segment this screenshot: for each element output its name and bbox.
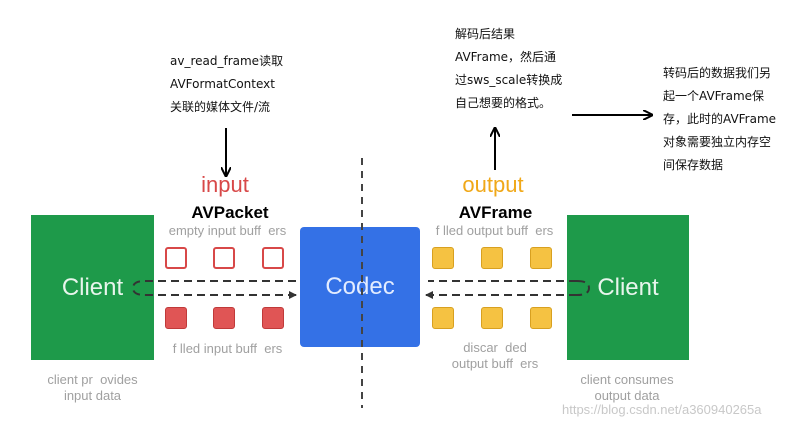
decode-result-annotation: 解码后结果 AVFrame，然后通 过sws_scale转换成 自己想要的格式。 xyxy=(455,27,563,110)
discarded-output-buffer xyxy=(432,307,454,329)
discarded-output-buffer xyxy=(530,307,552,329)
filled-input-buffers-label: f lled input buff ers xyxy=(172,341,283,356)
input-return-dashed-path xyxy=(131,280,296,296)
output-label: output xyxy=(462,172,524,197)
discarded-output-buffers-label: discar ded output buff ers xyxy=(451,340,539,371)
client-left-label: Client xyxy=(61,273,124,301)
client-consumes-caption: client consumes output data xyxy=(580,372,674,403)
codec-block: Codec xyxy=(300,227,420,347)
empty-input-buffer xyxy=(213,247,235,269)
client-right-label: Client xyxy=(597,273,659,301)
client-provides-caption: client pr ovides input data xyxy=(47,372,138,403)
watermark-text: https://blog.csdn.net/a360940265a xyxy=(562,402,762,417)
filled-input-buffer xyxy=(262,307,284,329)
empty-input-buffer xyxy=(262,247,284,269)
filled-output-buffer xyxy=(530,247,552,269)
empty-input-buffers-label: empty input buff ers xyxy=(168,223,287,238)
filled-output-buffers-label: f lled output buff ers xyxy=(435,223,554,238)
filled-output-buffer xyxy=(432,247,454,269)
filled-output-buffer xyxy=(481,247,503,269)
avpacket-label: AVPacket xyxy=(191,203,269,222)
read-frame-annotation: av_read_frame读取 AVFormatContext 关联的媒体文件/… xyxy=(170,54,284,114)
client-left-block: Client xyxy=(31,215,154,360)
discarded-output-buffer xyxy=(481,307,503,329)
filled-input-buffer xyxy=(213,307,235,329)
client-right-block: Client xyxy=(567,215,689,360)
filled-input-buffer xyxy=(165,307,187,329)
avframe-label: AVFrame xyxy=(458,203,533,222)
output-return-dashed-path xyxy=(576,280,591,296)
transcode-annotation: 转码后的数据我们另 起一个AVFrame保 存，此时的AVFrame 对象需要独… xyxy=(663,66,777,172)
codec-label: Codec xyxy=(325,273,395,300)
empty-input-buffer xyxy=(165,247,187,269)
